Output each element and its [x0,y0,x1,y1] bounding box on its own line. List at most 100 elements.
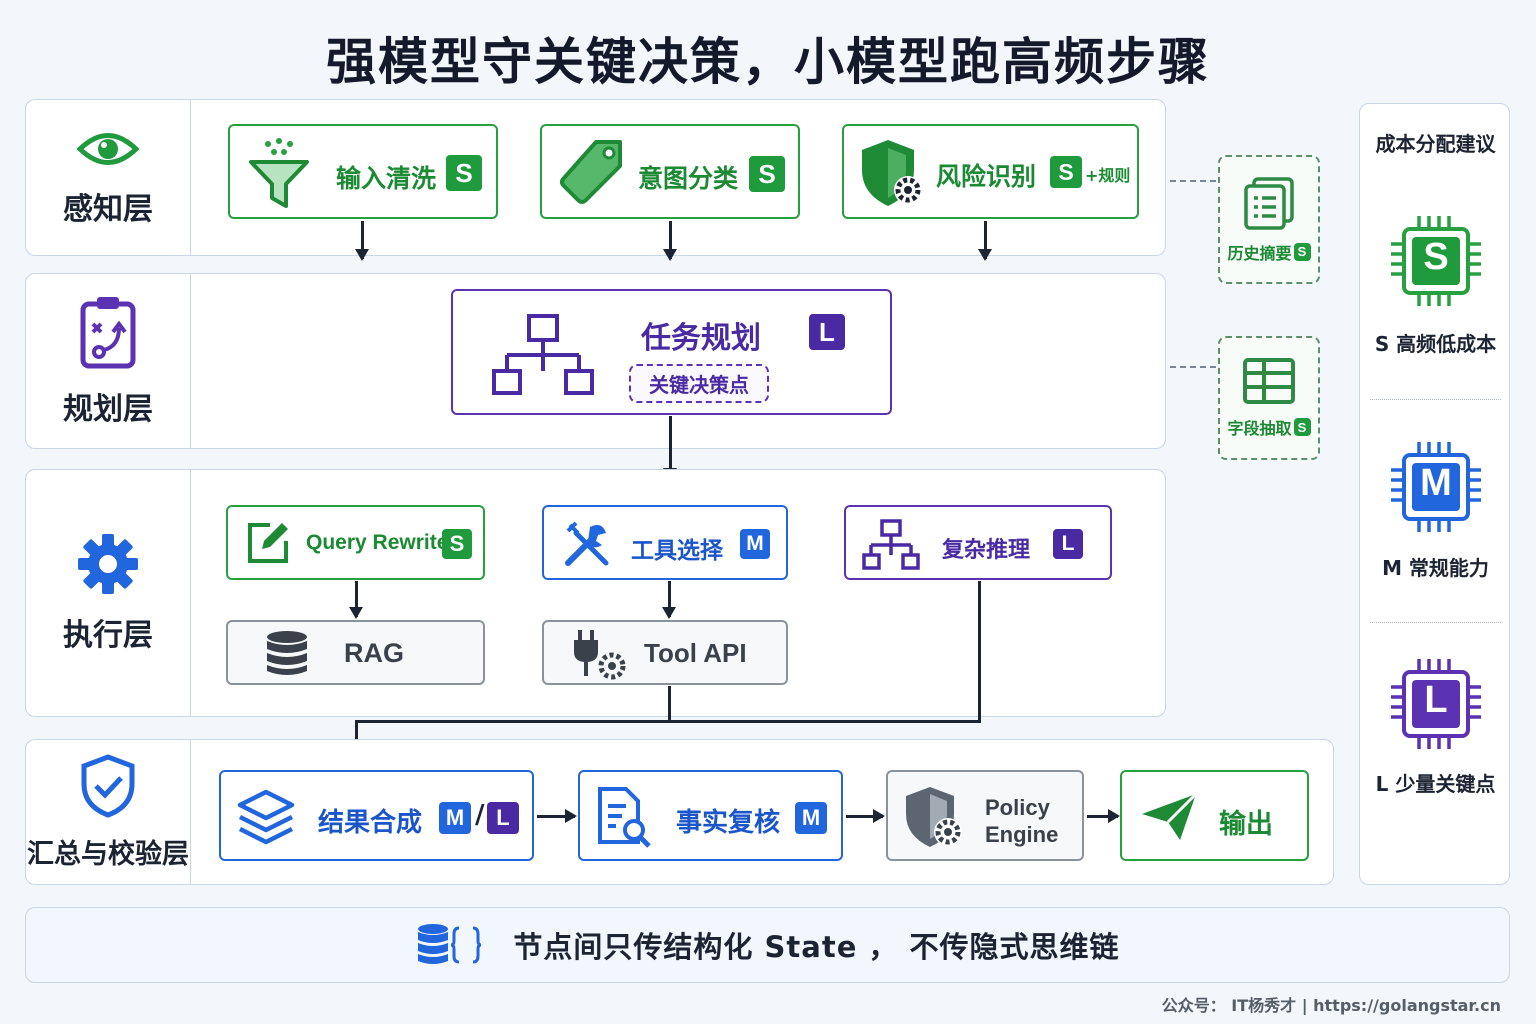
connector-line [668,686,671,722]
node-task-planning[interactable]: 任务规划 L 关键决策点 [451,289,892,415]
layer-label-execution: 执行层 [26,470,191,716]
cost-label-m: M 常规能力 [1382,556,1489,580]
side-label: 字段抽取 [1227,419,1292,438]
rule-suffix: +规则 [1085,166,1131,185]
node-label: 复杂推理 [942,538,1031,563]
node-label: 输入清洗 [336,164,437,193]
tag-icon [560,140,622,204]
document-list-icon [1244,176,1294,230]
arrow [978,221,992,261]
node-label: 事实复核 [676,808,781,838]
node-complex-reasoning[interactable]: 复杂推理 L [844,505,1112,580]
layer-title: 规划层 [63,392,153,427]
cost-label-l: L 少量关键点 [1375,772,1496,796]
layer-title: 汇总与校验层 [27,838,189,870]
page-title: 强模型守关键决策，小模型跑高频步骤 [326,33,1210,91]
database-icon [267,631,307,675]
layers-icon [237,789,295,845]
node-fact-check[interactable]: 事实复核 M [578,770,843,861]
badge-s: S [749,156,785,192]
edit-icon [248,523,288,563]
hierarchy-icon [492,314,594,395]
arrow [846,809,885,823]
table-icon [1243,358,1295,404]
side-history-summary[interactable]: 历史摘要 S [1218,155,1320,284]
badge-s: S [446,155,482,191]
arrow [355,221,369,261]
database-code-icon [418,924,482,964]
node-label: Query Rewrite [306,531,449,554]
clipboard-plan-icon [80,297,136,369]
badge-separator: / [475,800,485,830]
badge-s: S [1050,156,1082,188]
node-risk[interactable]: 风险识别 S +规则 [842,124,1139,219]
node-intent[interactable]: 意图分类 S [540,124,800,219]
arrow [1087,809,1120,823]
node-label: 任务规划 [641,321,761,356]
divider [1370,399,1501,400]
document-search-icon [598,787,651,848]
layer-title: 执行层 [63,618,153,653]
footer-banner: 节点间只传结构化 State ， 不传隐式思维链 [25,907,1510,983]
chip-s-icon [1391,216,1481,306]
node-merge[interactable]: 结果合成 M / L [219,770,534,861]
chip-m-icon [1391,442,1481,532]
cost-label-s: S 高频低成本 [1374,332,1497,356]
node-output[interactable]: 输出 [1120,770,1309,861]
badge-l: L [809,314,845,350]
hierarchy-icon [862,519,920,570]
cost-panel: 成本分配建议 S S 高频低成本 M M 常规能力 L L 少量关键点 [1359,103,1510,885]
node-label-line1: Policy [985,795,1050,820]
node-label: 工具选择 [631,538,723,564]
funnel-icon [249,138,309,208]
chip-l-icon [1391,659,1481,749]
connector-dashed [1170,366,1216,368]
layer-label-planning: 规划层 [26,274,191,448]
chip-m-letter: M [1420,462,1452,504]
connector-line [978,581,981,722]
shield-gear-icon [906,787,962,847]
badge-m: M [740,529,770,559]
node-input-clean[interactable]: 输入清洗 S [228,124,498,219]
badge-m: M [795,802,827,834]
node-label: Tool API [644,638,747,668]
arrow [537,809,577,823]
node-label: 风险识别 [936,162,1037,191]
shield-gear-icon [862,140,922,206]
connector-dashed [1170,180,1216,182]
layer-label-summary: 汇总与校验层 [26,740,191,884]
arrow [663,221,677,261]
chip-s-letter: S [1423,236,1449,278]
arrow [662,581,676,619]
node-label: 意图分类 [638,164,739,193]
node-label: RAG [344,638,404,668]
gear-icon [78,534,138,594]
node-label: 结果合成 [318,808,423,838]
node-label-line2: Engine [985,822,1059,847]
arrow [349,581,363,619]
node-policy-engine[interactable]: Policy Engine [886,770,1084,861]
node-tool-api[interactable]: Tool API [542,620,788,685]
send-icon [1142,792,1198,840]
footer-text: 节点间只传结构化 State ， 不传隐式思维链 [513,930,1120,964]
cost-title: 成本分配建议 [1375,132,1496,156]
divider [1370,622,1501,623]
badge-s: S [1293,418,1311,436]
side-label-row: 历史摘要 S [1227,240,1311,264]
layer-title: 感知层 [63,191,153,227]
side-label: 历史摘要 [1227,243,1292,263]
layer-label-perception: 感知层 [26,100,191,255]
key-decision-tag: 关键决策点 [629,364,769,403]
badge-l: L [487,802,519,834]
node-query-rewrite[interactable]: Query Rewrite S [226,505,485,580]
node-tool-select[interactable]: 工具选择 M [542,505,788,580]
connector-line [355,720,981,723]
badge-s: S [1293,242,1311,261]
side-field-extract[interactable]: 字段抽取 S [1218,336,1320,460]
eye-icon [77,132,139,165]
badge-l: L [1053,529,1083,559]
tools-icon [565,521,609,566]
badge-s: S [442,529,472,559]
node-rag[interactable]: RAG [226,620,485,685]
node-label: 输出 [1219,809,1273,840]
